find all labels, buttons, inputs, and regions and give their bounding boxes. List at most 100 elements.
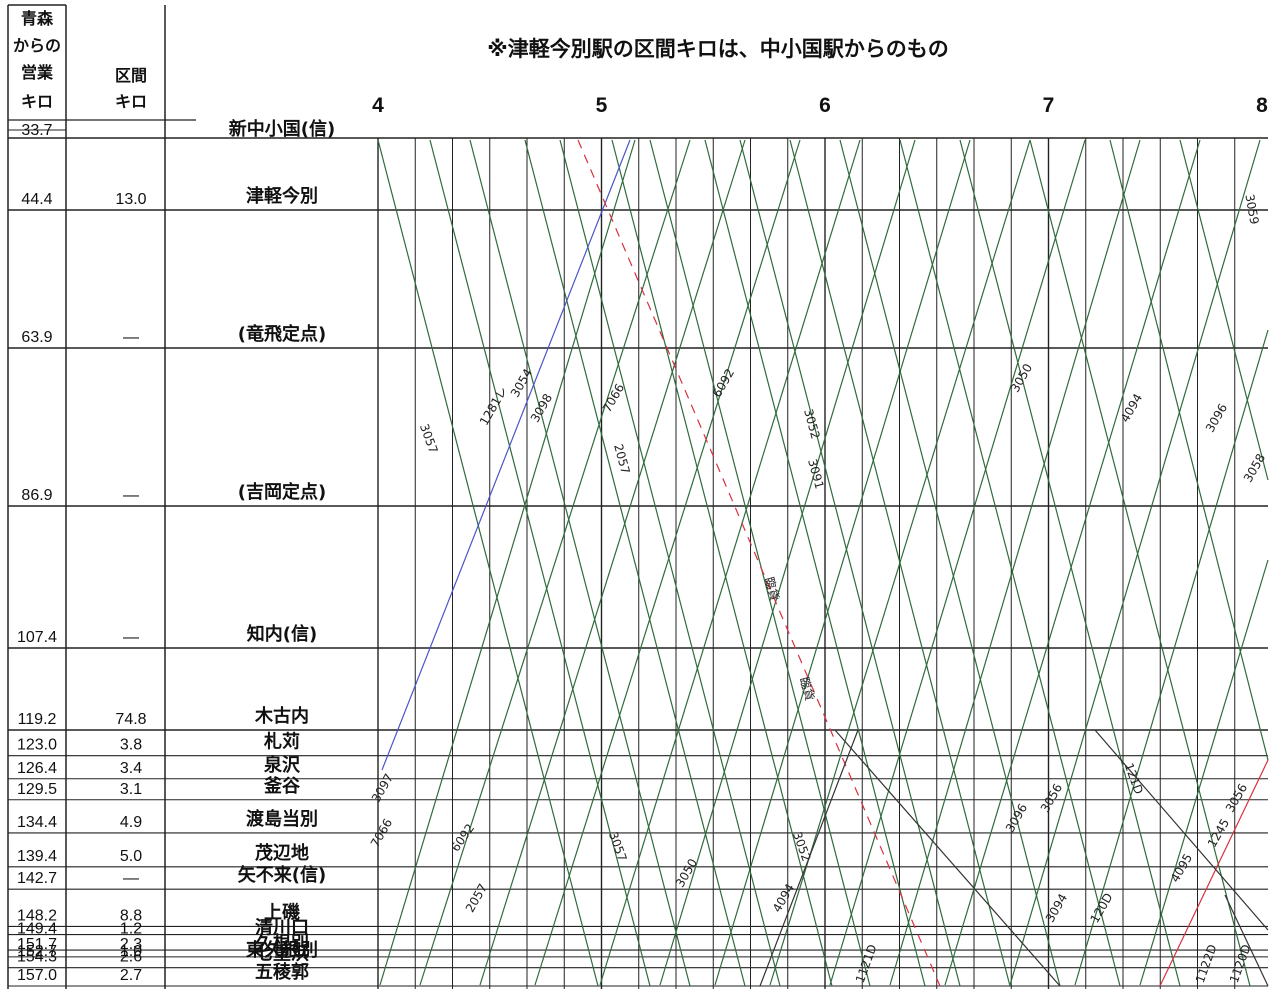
header-cum-line-2: からの [13, 36, 61, 55]
train-line [1179, 139, 1269, 481]
cumulative-km: 151.7 [17, 936, 57, 953]
section-km: 2.6 [120, 949, 142, 966]
train-line [429, 139, 651, 987]
cumulative-km: 148.2 [17, 907, 57, 924]
cumulative-km: 157.0 [17, 967, 57, 984]
cumulative-km: 134.4 [17, 814, 57, 831]
station-name: 上磯 [264, 901, 300, 923]
section-km: 13.0 [115, 191, 146, 208]
section-km: 3.1 [120, 781, 142, 798]
cumulative-km: 44.4 [21, 191, 52, 208]
station-name: 矢不来(信) [238, 864, 326, 886]
hour-label: 8 [1256, 94, 1268, 117]
station-name: 清川口 [255, 918, 309, 939]
train-line [419, 139, 691, 986]
train-number-label: 3094 [1043, 891, 1070, 924]
station-name: (吉岡定点) [238, 481, 326, 503]
train-line [1109, 139, 1269, 761]
grid [7, 4, 1268, 989]
train-line [959, 139, 1181, 987]
station-name: 釜谷 [263, 775, 301, 797]
train-line [599, 139, 861, 986]
train-line [1094, 729, 1269, 931]
train-line [381, 139, 631, 771]
section-km: — [123, 870, 139, 887]
train-number-label: 1120D [1227, 943, 1254, 985]
train-line [944, 139, 1201, 986]
train-number-label: 3050 [1008, 361, 1035, 394]
train-line [1139, 559, 1269, 986]
section-km: 3.4 [120, 760, 142, 777]
cumulative-km: 86.9 [21, 487, 52, 504]
train-number-label: 3096 [1003, 801, 1030, 834]
train-number-label: 3058 [1241, 451, 1268, 484]
train-number-label: 2057 [463, 881, 490, 914]
cumulative-km: 149.4 [17, 921, 57, 938]
train-number-label: 3052 [801, 407, 822, 440]
section-km: 4.9 [120, 814, 142, 831]
train-line [1159, 759, 1269, 987]
header-cum-line-4: キロ [21, 92, 53, 111]
section-km: — [123, 629, 139, 646]
section-km: 2.3 [120, 936, 142, 953]
train-number-label: 7066 [600, 381, 627, 414]
train-line [1029, 139, 1251, 987]
train-line [704, 139, 926, 987]
cumulative-km: 129.5 [17, 781, 57, 798]
header-section-km: 区間 キロ [115, 66, 147, 111]
hour-label: 4 [372, 94, 384, 117]
section-km: 3.8 [120, 737, 142, 754]
section-km: 1.2 [120, 921, 142, 938]
train-line [559, 139, 781, 987]
section-km: 2.7 [120, 967, 142, 984]
section-km: 74.8 [115, 711, 146, 728]
cumulative-km: 139.4 [17, 848, 57, 865]
train-number-label: 3050 [673, 856, 700, 889]
hour-label: 7 [1043, 94, 1055, 117]
train-number-label: 3052 [790, 830, 814, 863]
train-line [534, 139, 801, 986]
cumulative-km: 152.7 [17, 943, 57, 960]
train-number-label: 3059 [1242, 193, 1261, 226]
section-km: 8.8 [120, 907, 142, 924]
cumulative-km: 63.9 [21, 329, 52, 346]
train-line [659, 139, 916, 986]
train-number-label: 2057 [611, 442, 632, 475]
header-sect-line-1: 区間 [115, 66, 147, 85]
train-number-label: 4094 [1118, 391, 1145, 424]
station-name: 久根別 [255, 932, 309, 954]
train-number-label: 1281レ [477, 384, 510, 428]
train-line [524, 139, 746, 987]
train-line [889, 139, 1141, 986]
train-line [379, 139, 636, 986]
train-number-label: 120D [1087, 891, 1115, 926]
train-line [649, 139, 871, 987]
station-name: 札苅 [263, 731, 300, 753]
cumulative-km: 126.4 [17, 760, 57, 777]
section-km: — [123, 487, 139, 504]
station-name: 新中小国(信) [229, 118, 335, 140]
cumulative-km: 123.0 [17, 737, 57, 754]
station-name: 津軽今別 [246, 185, 318, 207]
train-number-label: 6092 [710, 366, 737, 399]
train-number-label: 3057 [606, 830, 630, 863]
train-number-label: 臨貨 [762, 575, 783, 602]
cumulative-km: 142.7 [17, 870, 57, 887]
train-lines [377, 139, 1269, 987]
train-line [577, 139, 941, 987]
station-name: 茂辺地 [255, 842, 309, 864]
train-line [714, 139, 971, 986]
station-name: 木古内 [254, 705, 309, 727]
train-line [759, 729, 859, 987]
station-name: 知内(信) [247, 623, 317, 645]
station-name: 泉沢 [264, 754, 301, 776]
hour-label: 6 [819, 94, 831, 117]
train-line [479, 139, 746, 986]
train-number-label: 3056 [1038, 781, 1065, 814]
cumulative-km: 107.4 [17, 629, 57, 646]
train-line [739, 139, 961, 987]
train-line [834, 729, 1061, 987]
